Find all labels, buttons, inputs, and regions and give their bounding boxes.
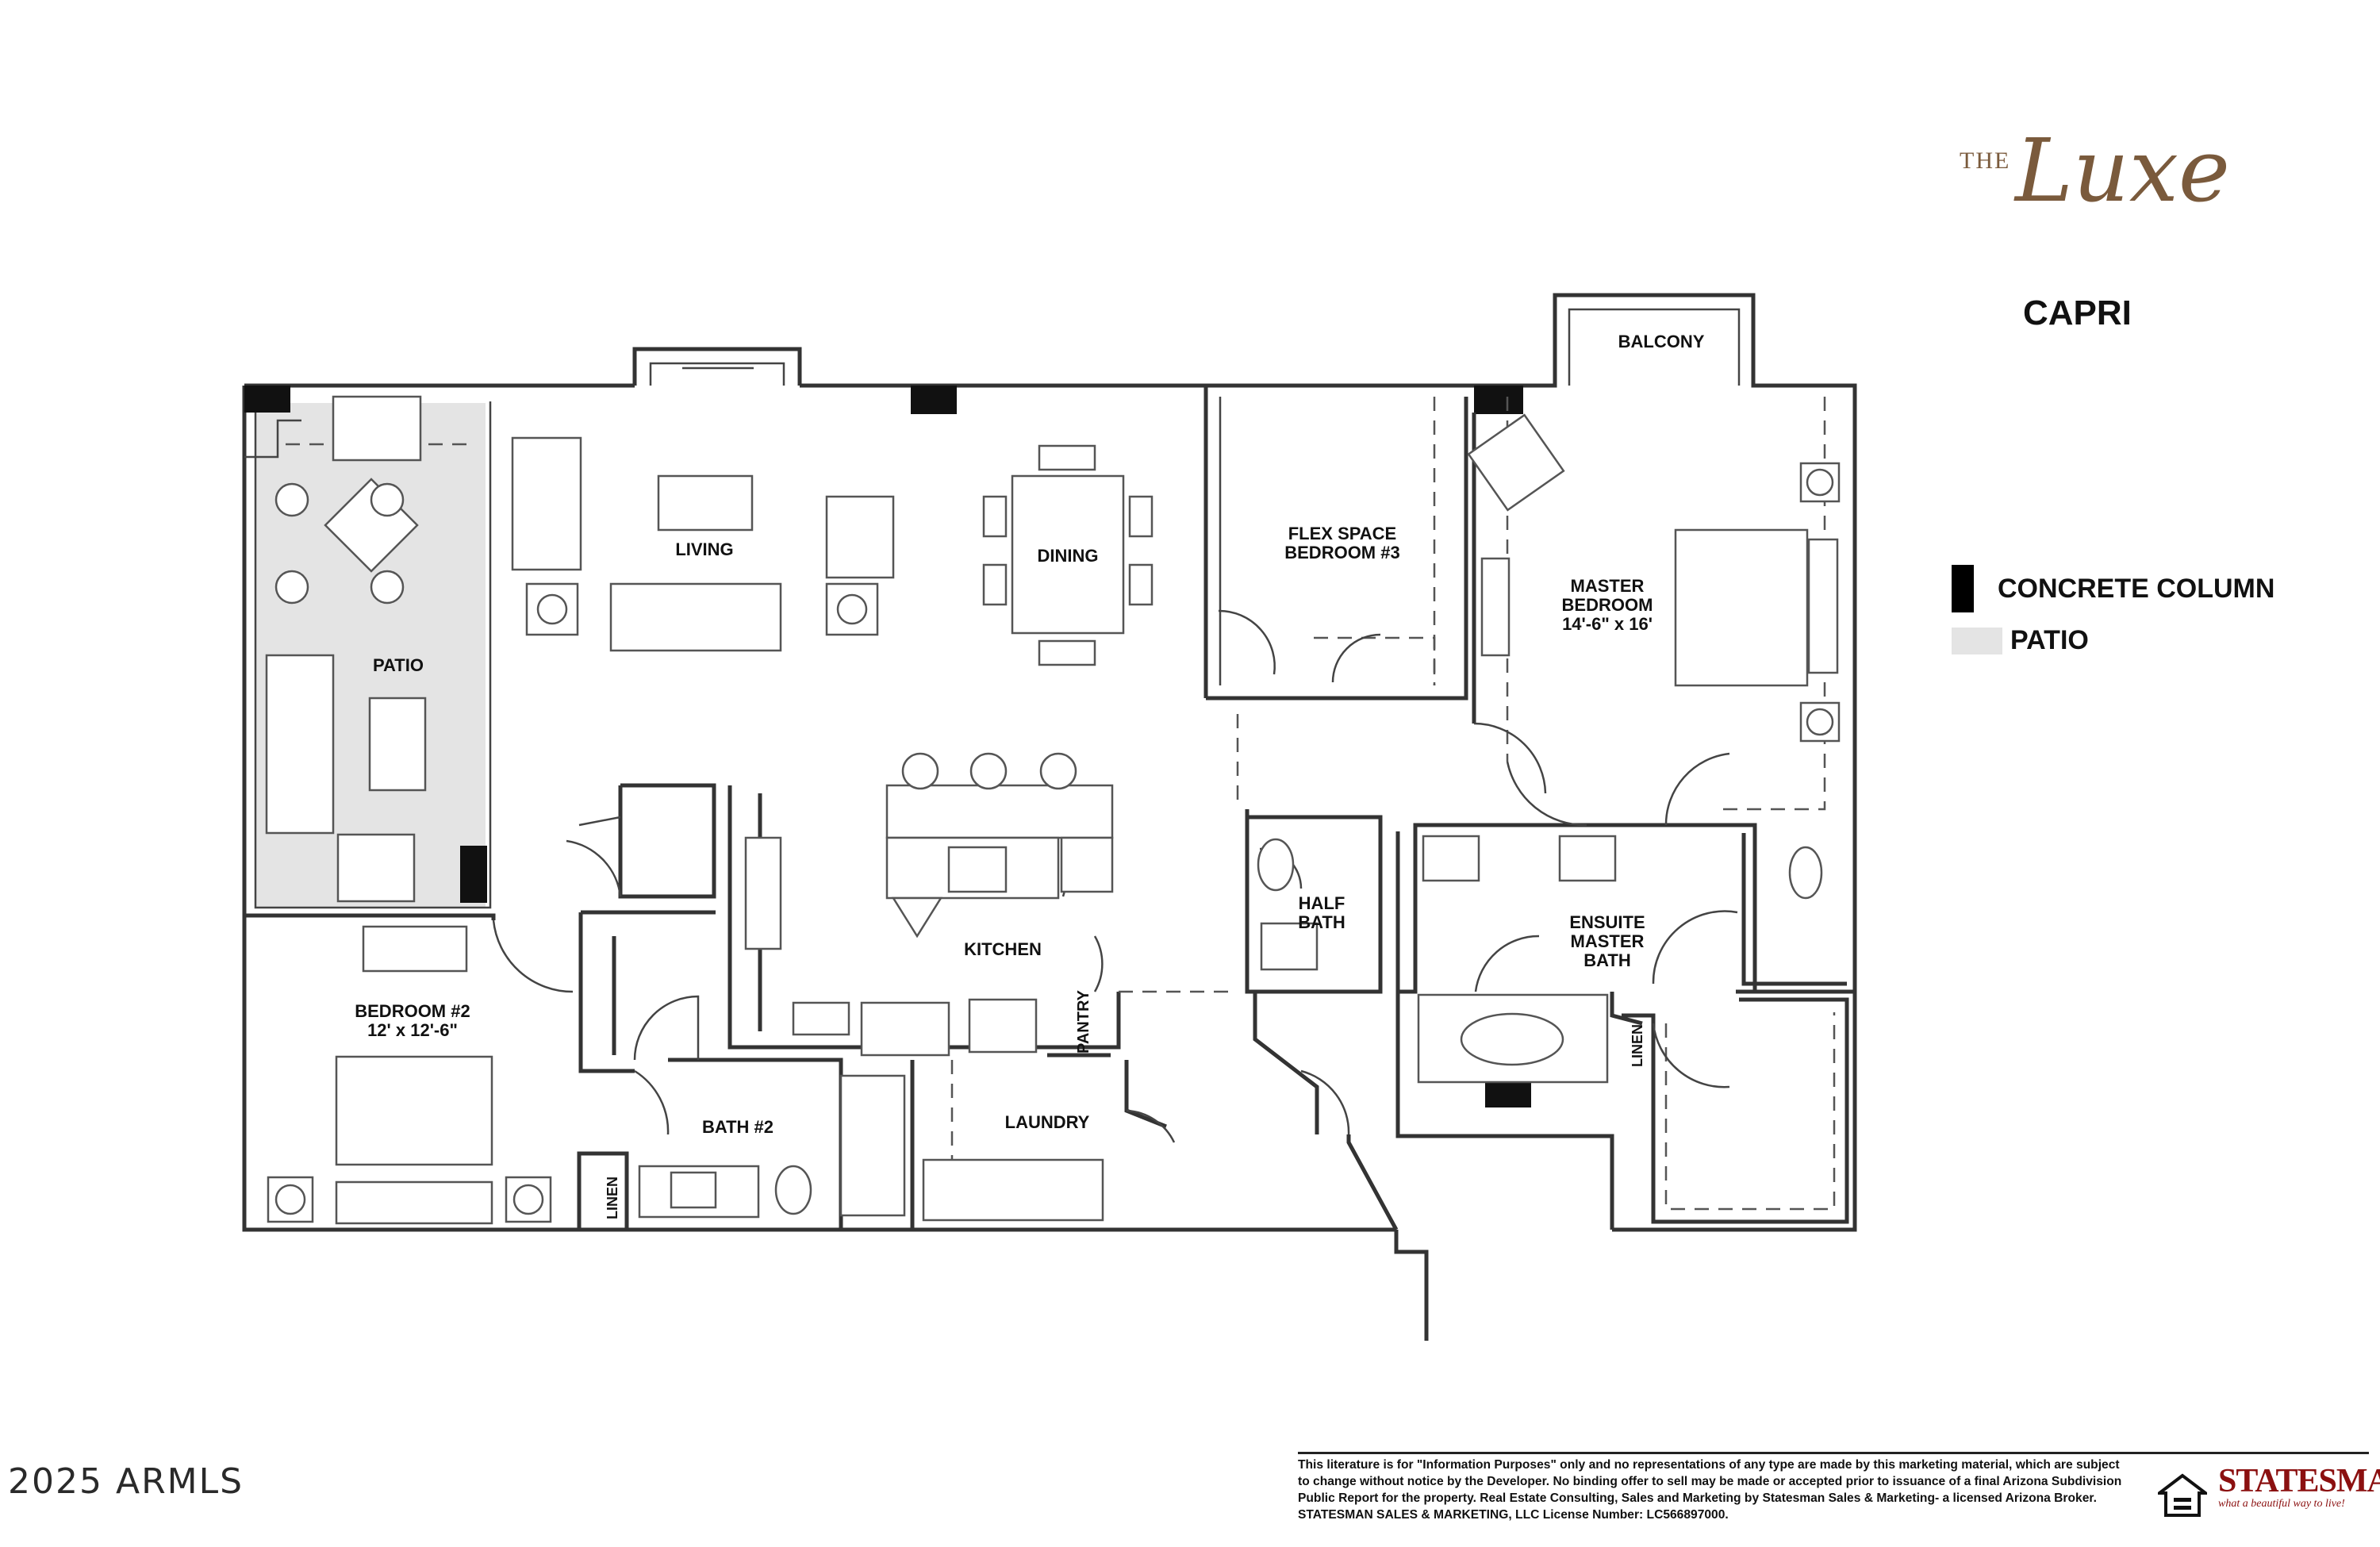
label-balcony: BALCONY	[1618, 332, 1705, 351]
living-furniture	[511, 436, 1154, 666]
label-bath2: BATH #2	[702, 1117, 774, 1137]
label-bedroom2-dims: 12' x 12'-6"	[367, 1020, 458, 1040]
label-ensuite-3: BATH	[1583, 950, 1630, 970]
label-ensuite-1: ENSUITE	[1569, 912, 1645, 932]
label-master-2: BEDROOM	[1562, 595, 1653, 615]
footer-rule	[1298, 1452, 2369, 1454]
concrete-column	[460, 846, 487, 903]
equal-housing-icon	[2158, 1473, 2207, 1517]
label-flex-1: FLEX SPACE	[1288, 524, 1397, 543]
legend-swatch-patio	[1952, 627, 2002, 654]
concrete-column	[244, 386, 290, 413]
concrete-column	[911, 386, 957, 414]
label-master-dims: 14'-6" x 16'	[1562, 614, 1653, 634]
label-ensuite-2: MASTER	[1571, 931, 1645, 951]
statesman-name: STATESMAN	[2218, 1463, 2380, 1499]
legend-concrete: CONCRETE COLUMN	[1952, 565, 2274, 612]
label-patio: PATIO	[373, 655, 424, 675]
label-half-bath-2: BATH	[1298, 912, 1345, 932]
label-pantry: PANTRY	[1075, 989, 1092, 1054]
brand-logo: THE Luxe	[1960, 127, 2230, 349]
label-dining: DINING	[1038, 546, 1099, 566]
label-living: LIVING	[675, 539, 733, 559]
statesman-logo: STATESMAN what a beautiful way to live!	[2218, 1463, 2380, 1528]
label-bedroom2: BEDROOM #2	[355, 1001, 470, 1021]
legend-swatch-concrete	[1952, 565, 1974, 612]
disclaimer: This literature is for "Information Purp…	[1298, 1458, 2122, 1522]
label-laundry: LAUNDRY	[1005, 1112, 1090, 1132]
label-flex-2: BEDROOM #3	[1284, 543, 1399, 562]
statesman-tagline: what a beautiful way to live!	[2218, 1498, 2345, 1510]
legend-patio: PATIO	[1952, 625, 2089, 656]
patio-furniture	[265, 395, 427, 903]
concrete-column	[1485, 1081, 1531, 1107]
concrete-column	[1474, 386, 1523, 414]
brand-prefix: THE	[1960, 148, 2011, 174]
bedroom2-furniture	[267, 925, 552, 1225]
label-half-bath-1: HALF	[1299, 893, 1345, 913]
copyright: 2025 ARMLS	[8, 1461, 244, 1502]
label-master-1: MASTER	[1571, 576, 1645, 596]
plan-name: CAPRI	[2023, 294, 2132, 332]
bath-fixtures	[638, 835, 1823, 1222]
brand-script-name: Luxe	[2015, 120, 2231, 221]
kitchen-fixtures	[744, 752, 1114, 1057]
concrete-columns	[244, 386, 1531, 1107]
label-linen-left: LINEN	[605, 1177, 620, 1219]
exterior-walls	[242, 293, 1857, 1341]
bedroom-furniture	[1467, 413, 1841, 743]
label-kitchen: KITCHEN	[964, 939, 1042, 959]
label-linen-right: LINEN	[1630, 1024, 1645, 1067]
legend-label-concrete: CONCRETE COLUMN	[1998, 573, 2275, 604]
room-labels: PATIO LIVING DINING FLEX SPACE BEDROOM #…	[355, 332, 1704, 1219]
legend-label-patio: PATIO	[2010, 625, 2089, 655]
